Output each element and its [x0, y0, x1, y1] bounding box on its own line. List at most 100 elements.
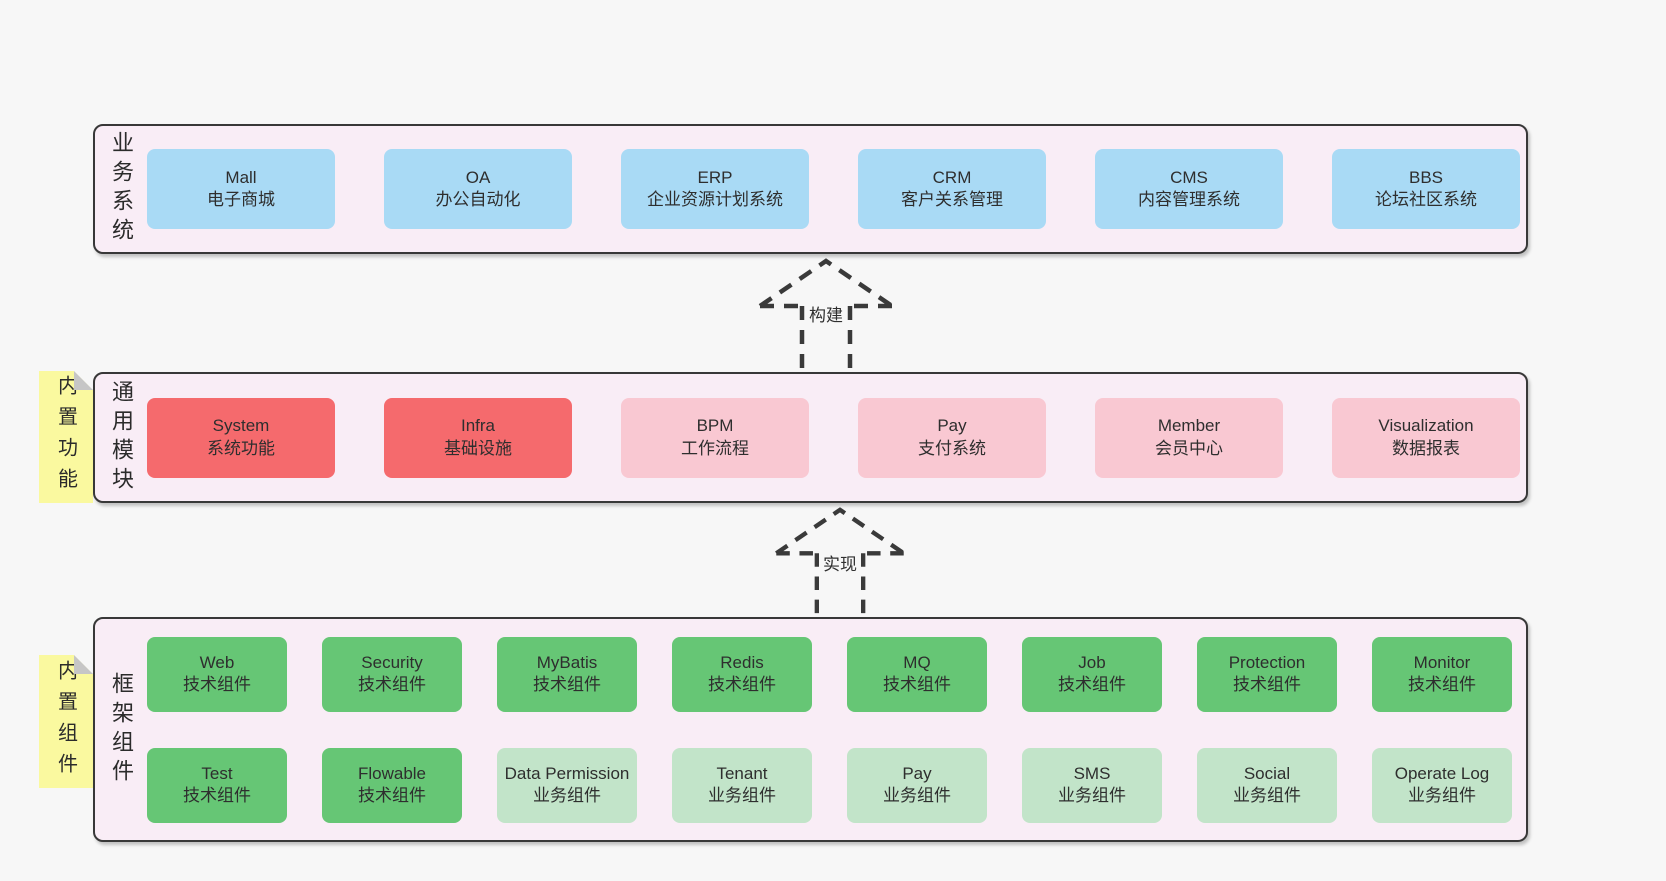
module-name: Mall — [225, 167, 257, 187]
module-name: Operate Log — [1394, 763, 1490, 783]
module-subtitle: 技术组件 — [1058, 675, 1126, 694]
module-subtitle: 业务组件 — [1233, 786, 1301, 805]
module-subtitle: 会员中心 — [1155, 438, 1223, 458]
module-name: Protection — [1228, 652, 1306, 672]
module-name: Pay — [937, 416, 967, 436]
module-name: Security — [361, 652, 423, 672]
module-subtitle: 企业资源计划系统 — [647, 190, 783, 209]
module-subtitle: 基础设施 — [444, 438, 512, 458]
module-subtitle: 系统功能 — [207, 438, 275, 458]
module-box-cms: CMS 内容管理系统 — [1095, 149, 1283, 229]
module-box-mq: MQ 技术组件 — [847, 636, 987, 712]
panel-label-text: 框架组件 — [109, 671, 134, 788]
business-systems-box-row: Mall 电子商城 OA 办公自动化 ERP 企业资源计划系统 CRM 客户关系管理 CMS 内容… — [147, 126, 1537, 252]
module-box-monitor: Monitor 技术组件 — [1372, 636, 1512, 712]
module-subtitle: 技术组件 — [183, 786, 251, 805]
module-box-mall: Mall 电子商城 — [147, 149, 335, 229]
module-box-social: Social 业务组件 — [1197, 747, 1337, 823]
folded-corner-icon — [74, 371, 93, 390]
arrow-label-implement: 实现 — [820, 549, 860, 576]
module-name: OA — [465, 167, 491, 187]
module-box-erp: ERP 企业资源计划系统 — [621, 149, 809, 229]
module-name: Social — [1243, 763, 1291, 783]
module-name: Infra — [460, 416, 496, 436]
panel-label-framework-components: 框架组件 — [95, 619, 147, 840]
module-subtitle: 技术组件 — [1233, 675, 1301, 694]
module-box-bbs: BBS 论坛社区系统 — [1332, 149, 1520, 229]
module-box-flowable: Flowable 技术组件 — [322, 747, 462, 823]
module-subtitle: 技术组件 — [708, 675, 776, 694]
module-name: MyBatis — [536, 652, 598, 672]
module-box-tenant: Tenant 业务组件 — [672, 747, 812, 823]
module-box-job: Job 技术组件 — [1022, 636, 1162, 712]
module-box-security: Security 技术组件 — [322, 636, 462, 712]
module-name: BBS — [1408, 167, 1444, 187]
module-subtitle: 技术组件 — [1408, 675, 1476, 694]
up-arrow-icon — [775, 507, 905, 617]
module-name: Test — [201, 763, 233, 783]
module-name: Data Permission — [504, 763, 630, 783]
module-name: BPM — [696, 416, 734, 436]
module-name: Tenant — [716, 763, 768, 783]
module-subtitle: 论坛社区系统 — [1375, 190, 1477, 209]
module-name: CRM — [932, 167, 972, 187]
module-name: SMS — [1073, 763, 1111, 783]
module-name: CMS — [1170, 167, 1208, 187]
module-subtitle: 办公自动化 — [435, 190, 521, 209]
module-subtitle: 技术组件 — [358, 675, 426, 694]
arrow-label-build: 构建 — [806, 300, 846, 327]
module-box-operate-log: Operate Log 业务组件 — [1372, 747, 1512, 823]
module-name: MQ — [903, 652, 931, 672]
module-name: ERP — [697, 167, 733, 187]
dashed-up-arrow-build: 构建 — [755, 256, 897, 372]
module-subtitle: 内容管理系统 — [1138, 190, 1240, 209]
module-subtitle: 技术组件 — [358, 786, 426, 805]
panel-label-common-modules: 通用模块 — [95, 374, 147, 501]
module-subtitle: 客户关系管理 — [901, 190, 1003, 209]
module-box-oa: OA 办公自动化 — [384, 149, 572, 229]
module-box-test: Test 技术组件 — [147, 747, 287, 823]
module-name: Web — [199, 652, 235, 672]
module-name: Job — [1078, 652, 1106, 672]
module-box-sms: SMS 业务组件 — [1022, 747, 1162, 823]
module-name: Monitor — [1413, 652, 1471, 672]
module-box-redis: Redis 技术组件 — [672, 636, 812, 712]
module-subtitle: 业务组件 — [1058, 786, 1126, 805]
module-subtitle: 数据报表 — [1392, 438, 1460, 458]
module-name: Redis — [720, 652, 764, 672]
module-box-protection: Protection 技术组件 — [1197, 636, 1337, 712]
module-subtitle: 业务组件 — [708, 786, 776, 805]
sticky-note-text: 内置功能 — [54, 375, 77, 499]
up-arrow-icon — [758, 258, 894, 372]
module-name: System — [212, 416, 270, 436]
sticky-note-text: 内置组件 — [54, 659, 77, 784]
module-subtitle: 业务组件 — [1408, 786, 1476, 805]
module-name: Flowable — [357, 763, 427, 783]
module-name: Member — [1157, 416, 1221, 436]
sticky-note-built-in-features: 内置功能 — [39, 371, 93, 503]
module-subtitle: 电子商城 — [207, 190, 275, 209]
module-subtitle: 技术组件 — [883, 675, 951, 694]
module-box-crm: CRM 客户关系管理 — [858, 149, 1046, 229]
folded-corner-icon — [74, 655, 93, 674]
module-name: Visualization — [1378, 416, 1474, 436]
sticky-note-built-in-components: 内置组件 — [39, 655, 93, 788]
module-subtitle: 支付系统 — [918, 438, 986, 458]
module-subtitle: 业务组件 — [533, 786, 601, 805]
module-subtitle: 技术组件 — [183, 675, 251, 694]
